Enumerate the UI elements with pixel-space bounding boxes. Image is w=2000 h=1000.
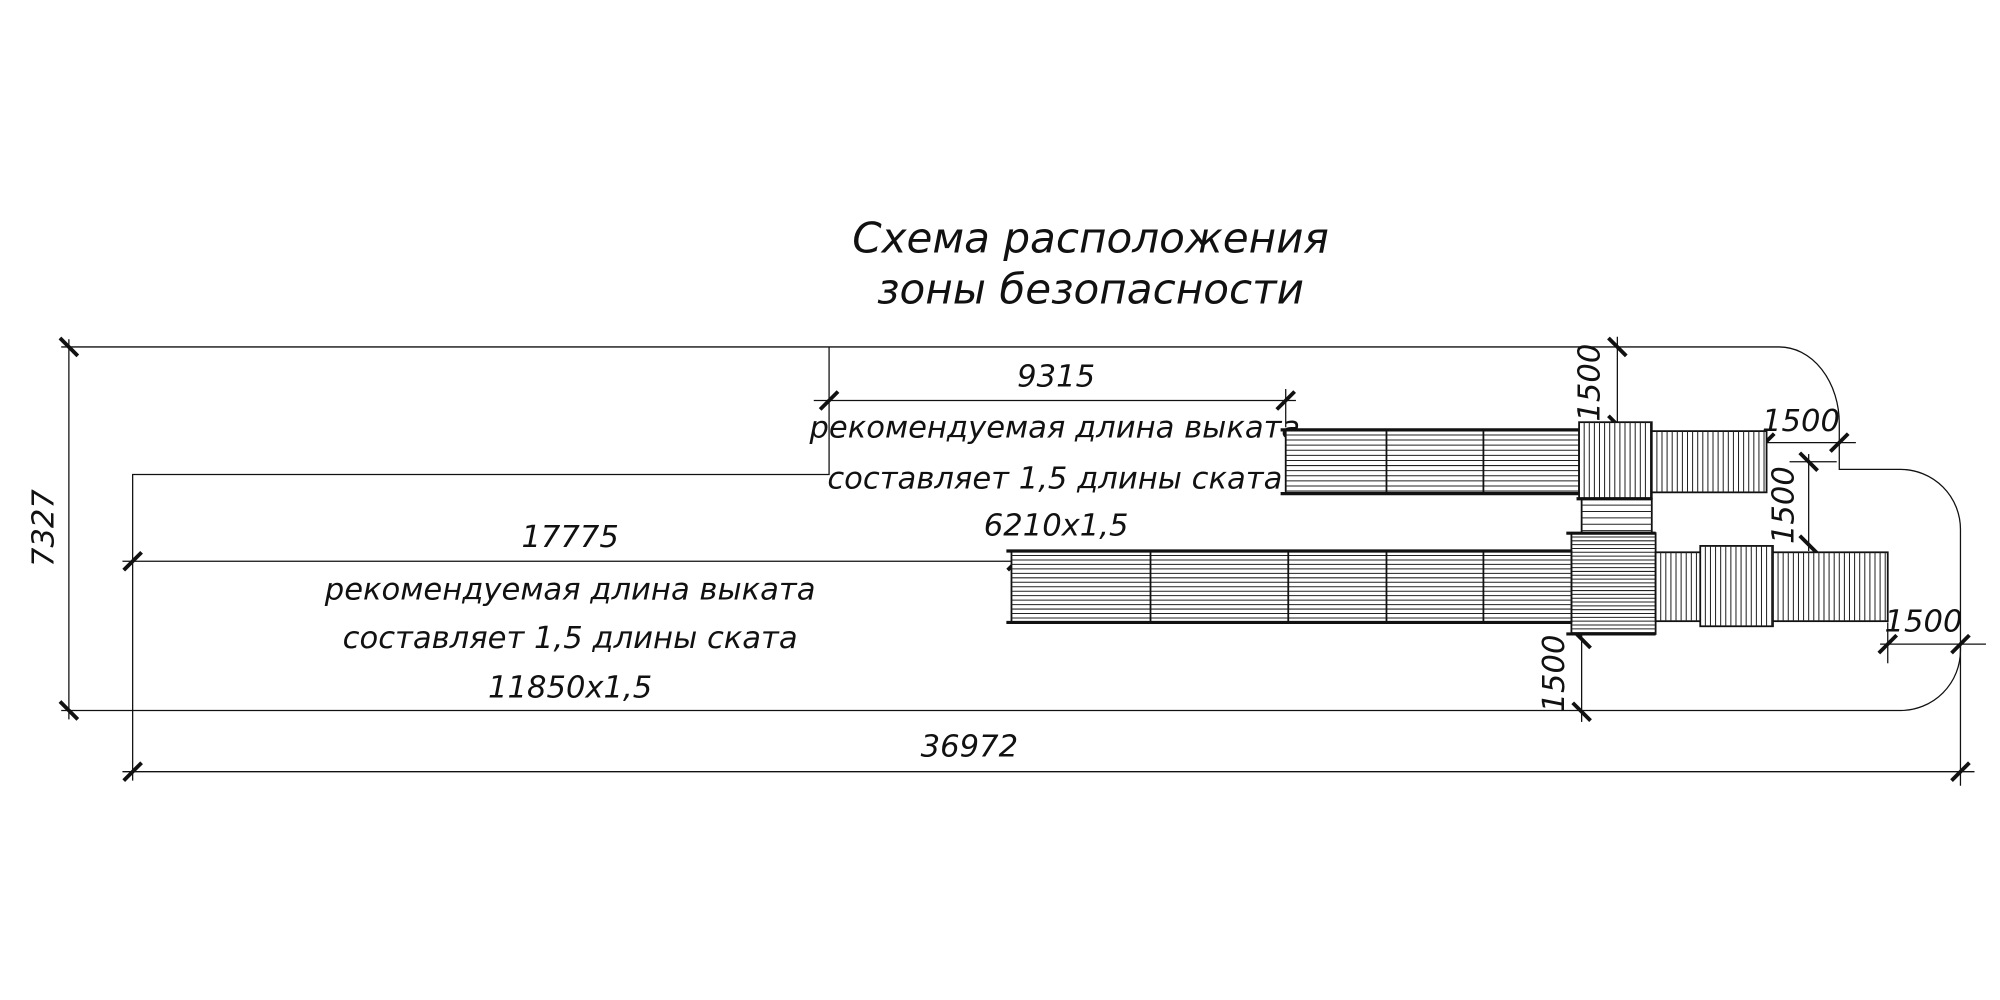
note-formula: 6210х1,5: [984, 509, 1129, 544]
note-text: составляет 1,5 длины ската: [343, 621, 798, 656]
playground-structure: [1006, 421, 1889, 636]
lower-note: рекомендуемая длина выката составляет 1,…: [324, 572, 816, 705]
note-text: рекомендуемая длина выката: [324, 572, 816, 607]
dimension-total-length: 36972: [122, 644, 1975, 786]
upper-slide: [1284, 428, 1580, 495]
dim-1500-top: 1500: [1572, 344, 1607, 422]
note-text: составляет 1,5 длины ската: [827, 462, 1282, 497]
title-line-2: зоны безопасности: [877, 265, 1304, 314]
clearance-dimensions: 1500 1500 1500 1500 1500: [1537, 336, 1986, 723]
dimension-total-height: 7327: [27, 336, 80, 721]
note-formula: 11850х1,5: [488, 671, 652, 706]
dim-17775: 17775: [521, 520, 618, 555]
upper-note: рекомендуемая длина выката составляет 1,…: [809, 411, 1301, 544]
dim-1500-bottom: 1500: [1537, 635, 1572, 713]
upper-tower: [1578, 421, 1653, 500]
lower-tower: [1699, 545, 1774, 628]
dim-1500-right-lower: 1500: [1885, 604, 1963, 639]
dimension-lower-runout: 17775: [122, 520, 1027, 572]
safety-zone-outline: [61, 346, 1962, 781]
note-text: рекомендуемая длина выката: [809, 411, 1301, 446]
dimension-upper-runout: 9315: [813, 359, 1296, 428]
dim-1500-right-upper: 1500: [1762, 404, 1840, 439]
connector-ladder: [1580, 497, 1653, 536]
dim-1500-step: 1500: [1766, 466, 1801, 544]
dim-9315: 9315: [1017, 359, 1095, 394]
title-line-1: Схема расположения: [852, 214, 1329, 263]
upper-bridge: [1650, 430, 1768, 494]
dim-7327: 7327: [27, 489, 62, 567]
dim-36972: 36972: [921, 729, 1018, 764]
